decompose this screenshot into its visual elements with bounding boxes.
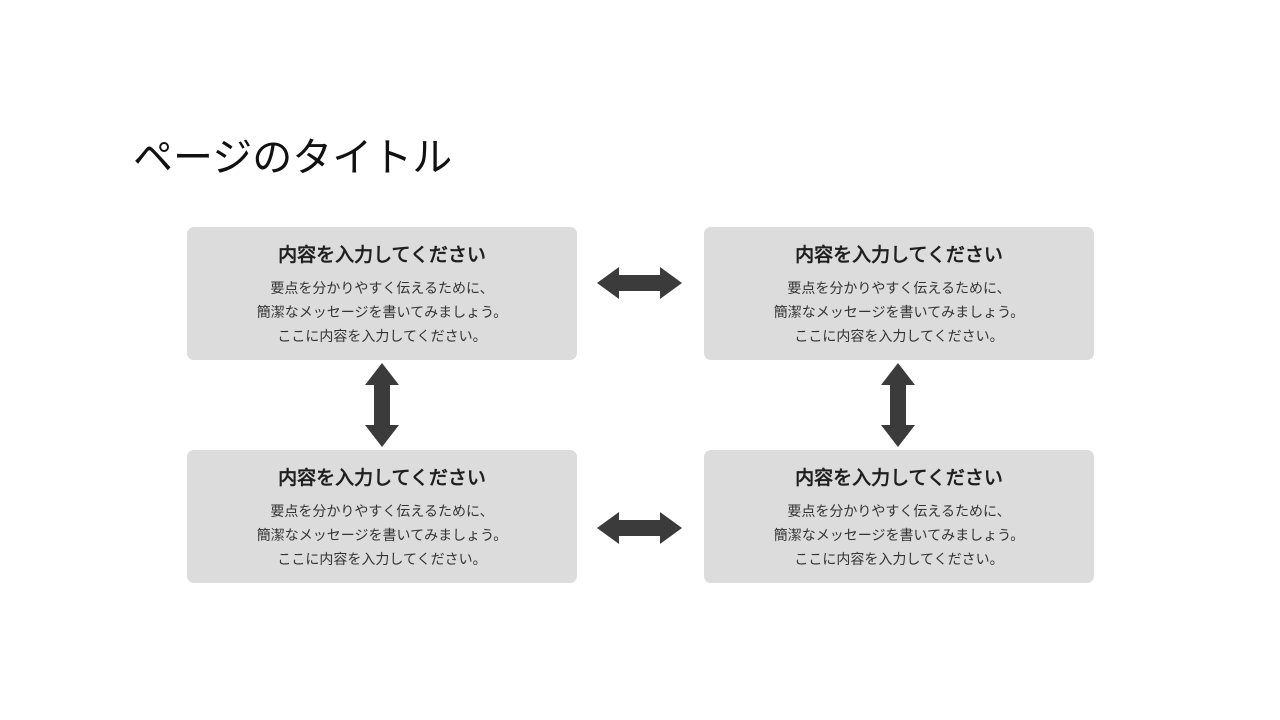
box-body-line: 要点を分かりやすく伝えるために、 xyxy=(787,279,1011,296)
content-box-top-left[interactable]: 内容を入力してください 要点を分かりやすく伝えるために、 簡潔なメッセージを書い… xyxy=(187,227,577,360)
page-title: ページのタイトル xyxy=(133,136,453,180)
arrow-shape xyxy=(597,512,682,544)
box-heading: 内容を入力してください xyxy=(278,467,486,489)
box-body-line: ここに内容を入力してください。 xyxy=(277,327,487,344)
box-heading: 内容を入力してください xyxy=(795,244,1003,266)
box-body-line: ここに内容を入力してください。 xyxy=(794,327,1004,344)
box-body-line: 要点を分かりやすく伝えるために、 xyxy=(787,502,1011,519)
box-body-line: 要点を分かりやすく伝えるために、 xyxy=(270,279,494,296)
box-heading: 内容を入力してください xyxy=(795,467,1003,489)
box-body-line: 簡潔なメッセージを書いてみましょう。 xyxy=(773,526,1025,543)
box-heading: 内容を入力してください xyxy=(278,244,486,266)
box-body-line: 簡潔なメッセージを書いてみましょう。 xyxy=(256,303,508,320)
box-body-line: 要点を分かりやすく伝えるために、 xyxy=(270,502,494,519)
arrow-shape xyxy=(597,267,682,299)
content-box-bottom-left[interactable]: 内容を入力してください 要点を分かりやすく伝えるために、 簡潔なメッセージを書い… xyxy=(187,450,577,583)
arrow-shape xyxy=(365,363,399,447)
double-headed-arrow-vertical-right-icon xyxy=(881,363,915,447)
box-body-line: ここに内容を入力してください。 xyxy=(277,550,487,567)
box-body-line: 簡潔なメッセージを書いてみましょう。 xyxy=(256,526,508,543)
double-headed-arrow-vertical-left-icon xyxy=(365,363,399,447)
box-body-line: ここに内容を入力してください。 xyxy=(794,550,1004,567)
double-headed-arrow-horizontal-top-icon xyxy=(597,267,682,299)
box-body-line: 簡潔なメッセージを書いてみましょう。 xyxy=(773,303,1025,320)
content-box-top-right[interactable]: 内容を入力してください 要点を分かりやすく伝えるために、 簡潔なメッセージを書い… xyxy=(704,227,1094,360)
double-headed-arrow-horizontal-bottom-icon xyxy=(597,512,682,544)
arrow-shape xyxy=(881,363,915,447)
content-box-bottom-right[interactable]: 内容を入力してください 要点を分かりやすく伝えるために、 簡潔なメッセージを書い… xyxy=(704,450,1094,583)
